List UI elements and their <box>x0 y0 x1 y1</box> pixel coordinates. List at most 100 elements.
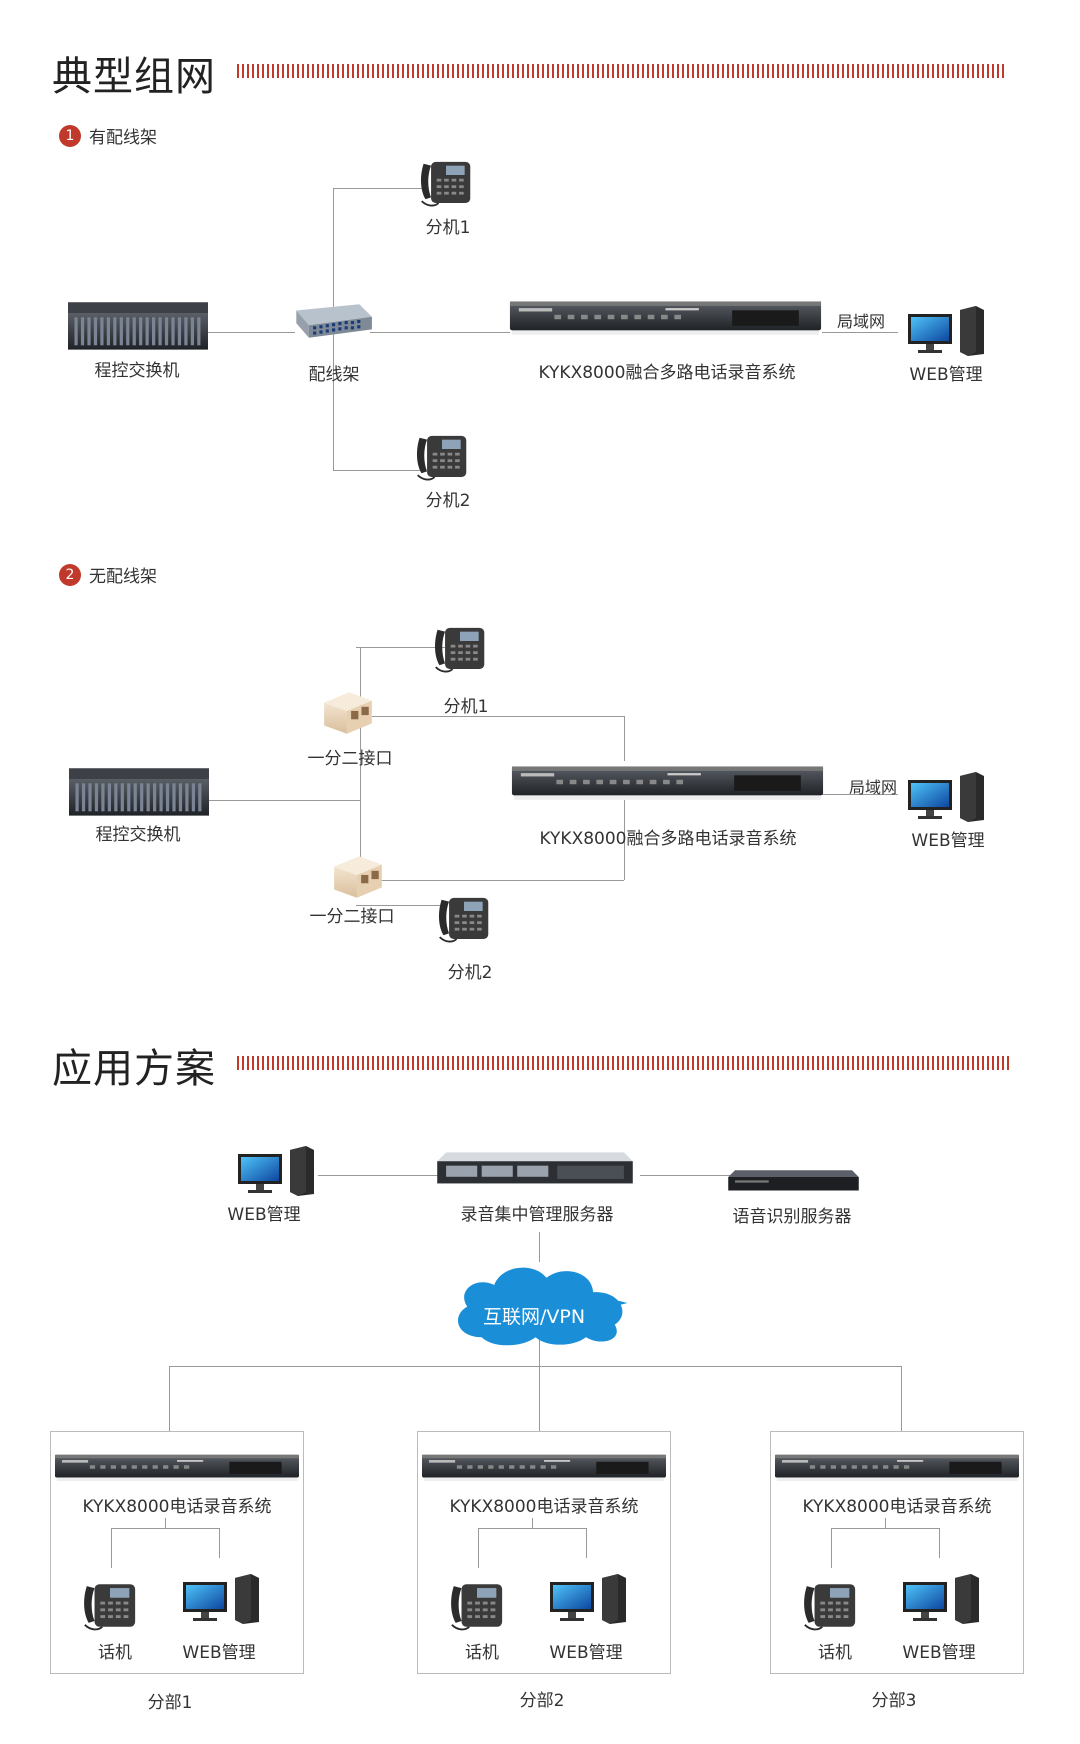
d1-line-ext2 <box>333 470 423 471</box>
branch-line-pc <box>219 1528 220 1558</box>
d1-web-pc-icon <box>906 306 986 356</box>
d2-ext2-phone-icon <box>436 892 492 944</box>
d2-ext1-phone-icon <box>432 622 488 674</box>
d3-line-web-central <box>318 1175 438 1176</box>
d1-line-ext1 <box>333 188 423 189</box>
d2-line-ext2 <box>356 905 446 906</box>
branch-label-2: 分部2 <box>519 1691 565 1711</box>
branch-web-pc-icon <box>181 1574 261 1624</box>
d2-lan-label: 局域网 <box>848 778 898 797</box>
d3-asr-label: 语音识别服务器 <box>732 1207 852 1227</box>
branch-box-1: KYKX8000电话录音系统话机 WEB管理 <box>50 1431 304 1674</box>
diagram1-title: 有配线架 <box>89 128 157 148</box>
branch-line-phone <box>831 1528 832 1568</box>
d2-splitter2-label: 一分二接口 <box>309 907 395 927</box>
branch-line-stem <box>885 1518 886 1528</box>
d3-line-bus <box>169 1366 901 1367</box>
d2-line-splitter2-rec <box>372 880 624 881</box>
branch-recorder-label: KYKX8000电话录音系统 <box>82 1497 272 1517</box>
d2-ext2-label: 分机2 <box>447 963 493 983</box>
d2-line-trunk <box>360 647 361 884</box>
branch-phone-icon <box>448 1578 506 1632</box>
branch-line-split <box>831 1528 939 1529</box>
d2-web-pc-icon <box>906 772 986 822</box>
d1-patch-panel-label: 配线架 <box>308 365 360 385</box>
d2-pbx-icon <box>69 766 209 820</box>
branch-recorder-label: KYKX8000电话录音系统 <box>449 1497 639 1517</box>
diagram2-title: 无配线架 <box>89 567 157 587</box>
d1-line-pbx-patch <box>205 332 295 333</box>
d3-line-cloud-bus <box>539 1340 540 1366</box>
d1-recorder-label: KYKX8000融合多路电话录音系统 <box>538 363 796 383</box>
d2-line-lan <box>822 794 898 795</box>
d1-ext1-label: 分机1 <box>425 218 471 238</box>
d2-line-rec-v1 <box>624 716 625 761</box>
d2-line-splitter1-rec <box>372 716 624 717</box>
d1-patch-panel-icon <box>290 300 374 342</box>
branch-box-2: KYKX8000电话录音系统话机 WEB管理 <box>417 1431 671 1674</box>
d3-web-pc-icon <box>236 1146 316 1196</box>
branch-phone-label: 话机 <box>818 1643 852 1663</box>
branch-line-phone <box>111 1528 112 1568</box>
d3-line-bus-b1 <box>169 1366 170 1431</box>
branch-line-split <box>111 1528 219 1529</box>
d3-cloud-label: 互联网/VPN <box>482 1306 586 1328</box>
diagram2-subtitle: 2 无配线架 <box>59 562 157 587</box>
d1-ext2-phone-icon <box>414 430 470 482</box>
d2-pbx-label: 程控交换机 <box>95 825 181 845</box>
branch-label-1: 分部1 <box>147 1693 193 1713</box>
d1-ext2-label: 分机2 <box>425 491 471 511</box>
branch-box-3: KYKX8000电话录音系统话机 WEB管理 <box>770 1431 1024 1674</box>
d2-web-label: WEB管理 <box>911 831 985 851</box>
d3-line-bus-b2 <box>539 1366 540 1431</box>
branch-recorder-icon <box>55 1450 299 1484</box>
d3-line-central-cloud <box>539 1232 540 1262</box>
title-divider-solution <box>237 1056 1009 1070</box>
branch-web-label: WEB管理 <box>182 1643 256 1663</box>
d2-splitter2-icon <box>330 852 386 900</box>
section-title-solution: 应用方案 <box>52 1046 216 1092</box>
branch-line-phone <box>478 1528 479 1568</box>
d3-central-label: 录音集中管理服务器 <box>460 1205 614 1225</box>
d2-recorder-icon <box>510 762 825 802</box>
title-divider-typical <box>237 64 1007 78</box>
branch-web-label: WEB管理 <box>902 1643 976 1663</box>
diagram2-badge: 2 <box>59 563 81 586</box>
d1-line-patch-recorder <box>370 332 510 333</box>
branch-recorder-icon <box>422 1450 666 1484</box>
d3-web-label: WEB管理 <box>227 1205 301 1225</box>
d1-ext1-phone-icon <box>418 156 474 208</box>
d2-recorder-label: KYKX8000融合多路电话录音系统 <box>539 829 797 849</box>
section-title-typical: 典型组网 <box>52 54 216 100</box>
branch-phone-icon <box>801 1578 859 1632</box>
branch-line-split <box>478 1528 586 1529</box>
branch-recorder-label: KYKX8000电话录音系统 <box>802 1497 992 1517</box>
d2-ext1-label: 分机1 <box>443 697 489 717</box>
branch-phone-label: 话机 <box>98 1643 132 1663</box>
d3-line-central-asr <box>640 1175 740 1176</box>
branch-line-pc <box>939 1528 940 1558</box>
d2-line-ext1 <box>356 647 446 648</box>
branch-line-pc <box>586 1528 587 1558</box>
branch-web-pc-icon <box>548 1574 628 1624</box>
branch-recorder-icon <box>775 1450 1019 1484</box>
d2-line-rec-v2 <box>624 800 625 880</box>
d3-line-bus-b3 <box>901 1366 902 1431</box>
d1-line-lan <box>822 332 898 333</box>
d1-lan-label: 局域网 <box>836 312 886 331</box>
d2-splitter1-icon <box>320 688 376 736</box>
d3-asr-server-icon <box>726 1168 861 1195</box>
diagram1-badge: 1 <box>59 124 81 147</box>
d2-splitter1-label: 一分二接口 <box>307 749 393 769</box>
d1-pbx-label: 程控交换机 <box>94 361 180 381</box>
branch-phone-label: 话机 <box>465 1643 499 1663</box>
branch-web-pc-icon <box>901 1574 981 1624</box>
branch-line-stem <box>165 1518 166 1528</box>
d2-line-pbx <box>205 800 360 801</box>
branch-web-label: WEB管理 <box>549 1643 623 1663</box>
d1-web-label: WEB管理 <box>909 365 983 385</box>
d1-recorder-icon <box>508 297 823 337</box>
branch-line-stem <box>532 1518 533 1528</box>
d3-central-server-icon <box>435 1150 635 1188</box>
d1-pbx-icon <box>68 300 208 354</box>
